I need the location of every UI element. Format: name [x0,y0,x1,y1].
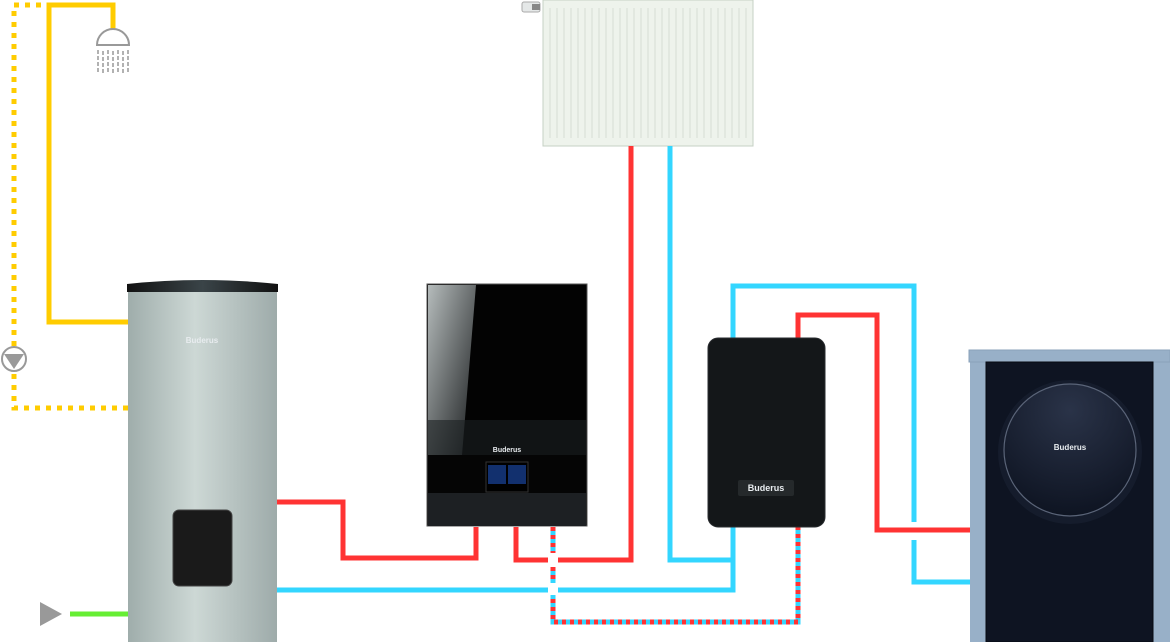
radiator [521,0,754,147]
pipe-gap [548,553,558,567]
radiator-return-pipe [667,146,733,563]
pipe-gap [548,583,558,595]
display-left [488,465,506,484]
heat-pump-logo: Buderus [1054,443,1087,452]
tank-logo: Buderus [186,336,219,345]
heat-pump-return-pipe-lower [911,540,972,585]
return-main-pipe [277,527,736,593]
mixed-pipe-stripe [550,527,801,625]
heat-pump-return-pipe [730,283,917,522]
hydraulic-module: Buderus [707,337,826,528]
gas-boiler: Buderus [426,283,588,527]
module-logo: Buderus [748,483,785,493]
shower-icon [95,28,131,74]
hot-water-pipe [46,2,128,325]
radiator-flow-pipe [513,146,634,563]
storage-tank: Buderus [127,280,278,642]
circulation-pump-icon [1,346,27,372]
heat-pump: Buderus [968,349,1170,642]
mixed-pipe [550,527,801,625]
circulation-pipe [11,2,128,411]
tank-flow-pipe [277,499,479,561]
boiler-logo: Buderus [493,447,522,454]
heat-pump-flow-pipe [795,312,972,533]
inlet-arrow-icon [40,602,62,626]
display-right [508,465,526,484]
